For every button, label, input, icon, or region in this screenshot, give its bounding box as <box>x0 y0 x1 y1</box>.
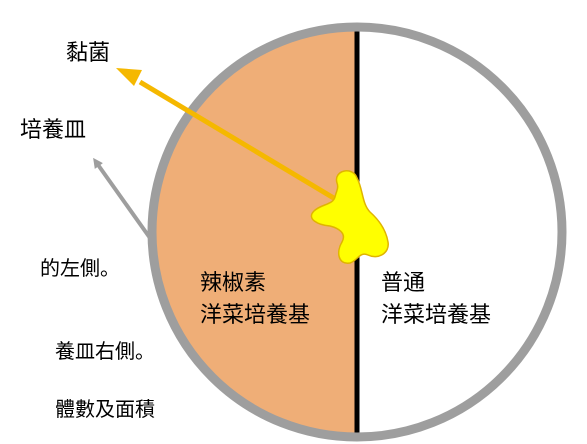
petri-dish-arrow <box>93 157 152 240</box>
capsaicin-medium-label-line2: 洋菜培養基 <box>200 303 311 328</box>
slime-mold-label: 黏菌 <box>66 41 111 66</box>
capsaicin-agar-region <box>154 29 357 435</box>
slime-mold-arrow <box>138 79 339 203</box>
plain-medium-label-line1: 普通 <box>381 271 426 296</box>
cut-off-text-line-3: 體數及面積 <box>55 397 155 421</box>
plain-medium-label-line2: 洋菜培養基 <box>381 303 492 328</box>
plain-agar-region <box>357 29 560 435</box>
cut-off-text-line-2: 養皿右側。 <box>55 339 155 363</box>
slime-mold-arrowhead <box>116 68 142 86</box>
cut-off-text-line-1: 的左側。 <box>40 256 120 280</box>
slime-mold-blob <box>310 170 389 264</box>
petri-dish-label: 培養皿 <box>20 118 87 143</box>
petri-dish-rim <box>147 22 567 442</box>
capsaicin-medium-label-line1: 辣椒素 <box>200 271 267 296</box>
